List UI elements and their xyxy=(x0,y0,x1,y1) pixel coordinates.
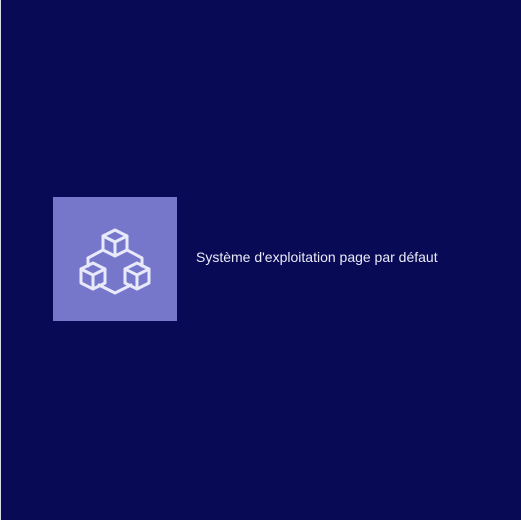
screen-title: Système d'exploitation page par défaut xyxy=(196,249,438,265)
cube-network-icon xyxy=(77,221,153,297)
app-icon-tile xyxy=(53,197,177,321)
